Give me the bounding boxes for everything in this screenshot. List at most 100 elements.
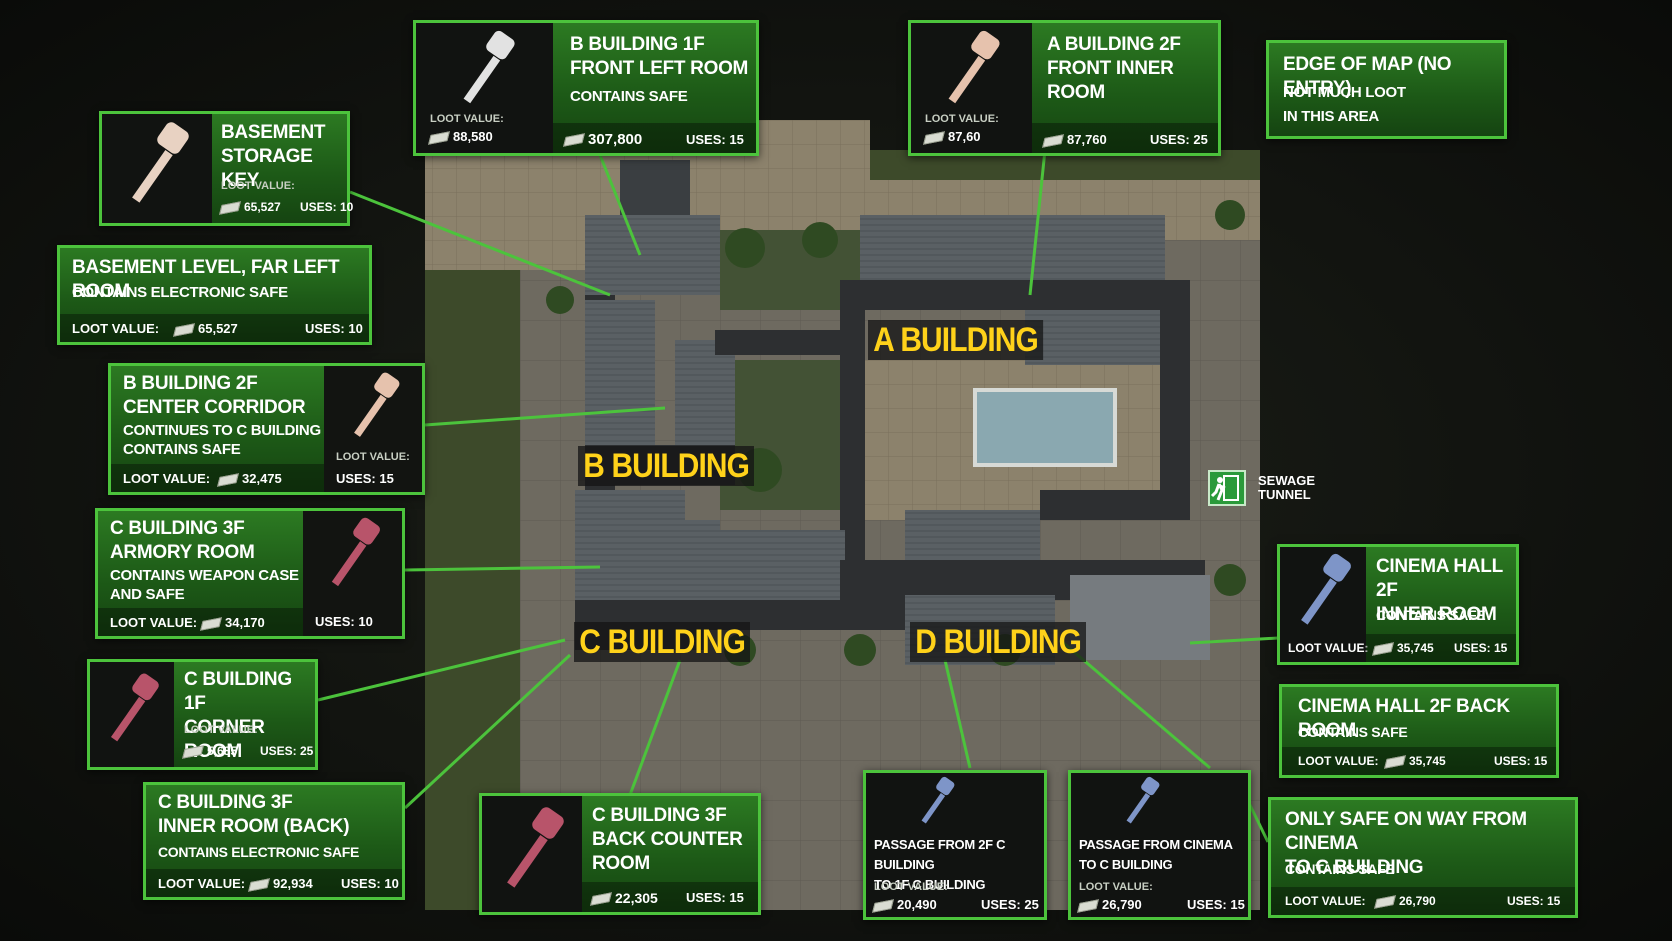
title-line1: PASSAGE FROM CINEMA [1079, 837, 1233, 852]
loot-label: LOOT VALUE: [123, 471, 211, 486]
uses: USES: 15 [686, 890, 744, 905]
card-subtitle: CONTAINS SAFE [1285, 861, 1395, 877]
emergency-exit-icon [1208, 470, 1246, 506]
key-icon [1126, 776, 1160, 824]
cash-icon [1042, 133, 1064, 148]
uses: USES: 25 [981, 897, 1039, 912]
loot-amount: 26,790 [1102, 897, 1142, 912]
key-icon [331, 517, 380, 587]
card-edge-of-map[interactable]: EDGE OF MAP (NO ENTRY) NOT MUCH LOOT IN … [1266, 40, 1507, 139]
title-line1: C BUILDING 3F [592, 805, 727, 826]
uses: USES: 10 [315, 614, 373, 629]
card-cinema-hall-2f-back[interactable]: CINEMA HALL 2F BACK ROOM CONTAINS SAFE L… [1279, 684, 1559, 778]
loot-label: LOOT VALUE: [430, 113, 504, 125]
loot-value: 26,790 [1374, 894, 1436, 909]
title-line2: TO C BUILDING [1285, 857, 1424, 878]
loot-value: 35,745 [1372, 641, 1434, 656]
uses: USES: 10 [300, 200, 354, 214]
cash-icon [1384, 755, 1406, 769]
cash-icon [217, 472, 239, 487]
cash-icon [428, 130, 450, 145]
sewage-tunnel-label: SEWAGE TUNNEL [1258, 474, 1315, 502]
key-icon [354, 372, 400, 437]
card-basement-level-room[interactable]: BASEMENT LEVEL, FAR LEFT ROOM CONTAINS E… [57, 245, 372, 345]
loot-amount: 65,527 [244, 200, 281, 214]
loot-amount: 35,745 [1409, 754, 1446, 768]
card-passage-2f-c-building[interactable]: PASSAGE FROM 2F C BUILDING TO 1F C BUILDI… [863, 770, 1047, 920]
card-c-building-3f-back[interactable]: C BUILDING 3F BACK COUNTER ROOM 22,305 US… [479, 793, 761, 915]
card-title: ONLY SAFE ON WAY FROM CINEMA TO C BUILDIN… [1285, 808, 1575, 880]
card-body [866, 835, 1044, 917]
title-line1: A BUILDING 2F [1047, 34, 1181, 55]
card-footer: LOOT VALUE: 65,527 USES: 10 [60, 314, 369, 342]
uses: USES: 25 [1150, 132, 1208, 147]
uses: USES: 10 [305, 321, 363, 336]
key-thumbnail [482, 796, 582, 912]
card-title: PASSAGE FROM 2F C BUILDING TO 1F C BUILDI… [874, 835, 1044, 895]
uses: USES: 15 [1507, 894, 1561, 908]
key-thumbnail [1071, 773, 1248, 835]
card-footer: 35,745 USES: 15 [1366, 634, 1516, 662]
loot-value: 20,490 [872, 897, 937, 913]
uses: USES: 15 [686, 132, 744, 147]
loot-value: 5,685 [182, 744, 237, 759]
loot-label: LOOT VALUE: [1285, 894, 1366, 908]
title-line1: ONLY SAFE ON WAY FROM CINEMA [1285, 809, 1527, 854]
loot-amount: 34,170 [225, 615, 265, 630]
cash-icon [1077, 898, 1099, 913]
cash-icon [872, 898, 894, 913]
loot-value: 32,475 [217, 471, 282, 487]
uses: USES: 15 [1494, 754, 1548, 768]
title-line2: BACK COUNTER ROOM [592, 829, 743, 874]
c-building-label: C BUILDING [574, 622, 751, 662]
loot-amount: 92,934 [273, 876, 313, 891]
loot-amount-small: 87,60 [948, 129, 981, 144]
loot-value: 35,745 [1384, 754, 1446, 769]
title-line1: BASEMENT [221, 122, 326, 143]
title-line1: PASSAGE FROM 2F C BUILDING [874, 837, 1006, 872]
card-footer: LOOT VALUE: 32,475 [111, 464, 324, 492]
card-title: EDGE OF MAP (NO ENTRY) [1283, 54, 1452, 99]
loot-amount: 65,527 [198, 321, 238, 336]
card-footer: LOOT VALUE: 92,934 USES: 10 [146, 869, 402, 897]
card-only-safe-from-cinema[interactable]: ONLY SAFE ON WAY FROM CINEMA TO C BUILDIN… [1268, 797, 1578, 918]
key-icon [463, 30, 515, 104]
card-title: C BUILDING 3F BACK COUNTER ROOM [592, 804, 758, 876]
loot-label: LOOT VALUE: [1288, 641, 1369, 655]
title-line1: C BUILDING 1F [184, 669, 292, 714]
card-subtitle: CONTAINS SAFE [1376, 607, 1486, 623]
title-line2: TO C BUILDING [1079, 857, 1173, 872]
key-loot-label: LOOT VALUE: [336, 451, 410, 463]
loot-value: 65,527 [219, 200, 281, 215]
key-thumbnail [90, 662, 174, 767]
cash-icon [563, 133, 585, 147]
sub-line2: AND SAFE [110, 586, 185, 603]
title-line2: TO 1F C BUILDING [874, 877, 986, 892]
loot-amount: 22,305 [615, 890, 658, 906]
key-icon [507, 807, 564, 888]
cash-icon [219, 201, 241, 215]
uses: USES: 15 [1454, 641, 1508, 655]
loot-amount: 26,790 [1399, 894, 1436, 908]
card-footer: 87,760 USES: 25 [1032, 123, 1218, 153]
key-icon [1301, 553, 1351, 625]
sub-line1: CONTINUES TO C BUILDING [123, 422, 321, 439]
cash-icon [182, 745, 204, 759]
exit-line2: TUNNEL [1258, 487, 1311, 502]
loot-value-small: 88,580 [428, 129, 493, 145]
